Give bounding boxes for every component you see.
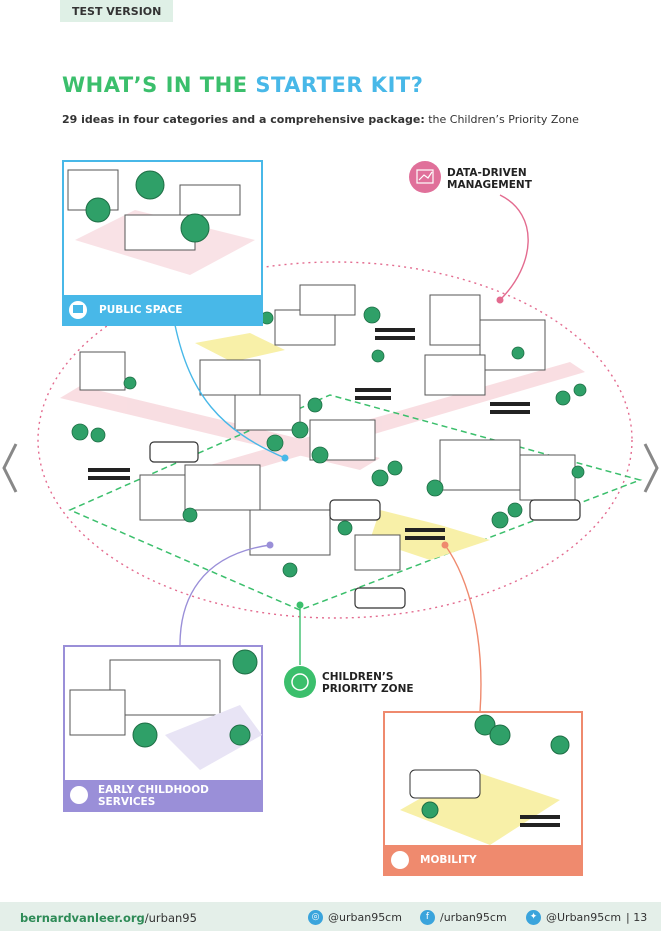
mobility-label: MOBILITY bbox=[420, 854, 477, 866]
page-number: | 13 bbox=[626, 911, 648, 924]
early-childhood-services-label: EARLY CHILDHOOD SERVICES bbox=[98, 784, 209, 808]
instagram-icon: ◎ bbox=[308, 910, 323, 925]
page-footer: bernardvanleer.org/urban95 ◎ @urban95cm … bbox=[0, 902, 661, 931]
next-page-arrow-icon[interactable] bbox=[641, 440, 661, 496]
page-subtitle: 29 ideas in four categories and a compre… bbox=[62, 113, 579, 126]
test-version-tag: TEST VERSION bbox=[60, 0, 174, 22]
page-title: WHAT’S IN THE STARTER KIT? bbox=[62, 73, 424, 97]
data-driven-management-label: DATA-DRIVEN MANAGEMENT bbox=[447, 167, 532, 191]
twitter-icon: ✦ bbox=[526, 910, 541, 925]
twitter-link[interactable]: ✦ @Urban95cm bbox=[526, 910, 621, 925]
public-space-label: PUBLIC SPACE bbox=[99, 304, 183, 316]
facebook-icon: f bbox=[420, 910, 435, 925]
facebook-link[interactable]: f /urban95cm bbox=[420, 910, 507, 925]
childrens-priority-zone-label: CHILDREN’S PRIORITY ZONE bbox=[322, 671, 414, 695]
instagram-link[interactable]: ◎ @urban95cm bbox=[308, 910, 402, 925]
previous-page-arrow-icon[interactable] bbox=[0, 440, 20, 496]
city-illustration bbox=[37, 160, 643, 876]
website-link[interactable]: bernardvanleer.org/urban95 bbox=[20, 911, 197, 925]
